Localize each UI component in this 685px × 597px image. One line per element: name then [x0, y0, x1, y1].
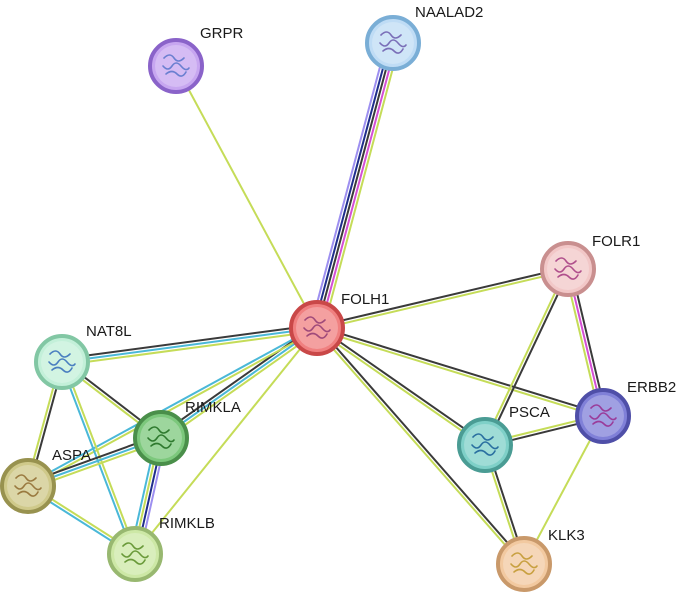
- edge-line-textmining: [162, 329, 320, 442]
- edge-folh1-klk3[interactable]: [315, 326, 526, 566]
- node-aspa[interactable]: ASPA: [0, 447, 91, 514]
- node-highlight: [547, 248, 589, 290]
- edge-folh1-nat8l[interactable]: [61, 323, 318, 367]
- node-label: FOLR1: [592, 233, 640, 250]
- edge-line-textmining: [322, 44, 401, 330]
- protein-structure-icon: [554, 257, 582, 280]
- node-label: NAALAD2: [415, 4, 483, 21]
- edge-line-textmining: [482, 267, 568, 445]
- node-circle: [34, 334, 90, 390]
- edge-line-coexpression: [317, 325, 604, 416]
- edge-line-cooccurrence: [312, 41, 391, 328]
- edge-folh1-folr1[interactable]: [316, 266, 569, 331]
- node-circle: [457, 417, 513, 473]
- node-circle: [540, 241, 596, 297]
- node-circle: [133, 410, 189, 466]
- node-label: NAT8L: [86, 323, 132, 340]
- node-label: FOLH1: [341, 291, 389, 308]
- node-circle: [107, 526, 163, 582]
- node-circle: [289, 300, 345, 356]
- edge-line-homology: [309, 41, 388, 327]
- node-label: ERBB2: [627, 379, 676, 396]
- protein-structure-icon: [471, 433, 499, 456]
- edge-folh1-rimkla[interactable]: [158, 324, 320, 442]
- edge-folh1-erbb2[interactable]: [316, 325, 604, 419]
- node-highlight: [114, 533, 156, 575]
- protein-structure-icon: [510, 552, 538, 575]
- node-highlight: [582, 395, 624, 437]
- edge-line-textmining: [175, 65, 318, 329]
- node-label: RIMKLA: [185, 399, 241, 416]
- node-highlight: [503, 543, 545, 585]
- edge-line-textmining: [315, 328, 524, 566]
- edge-line-coexpression: [61, 323, 317, 360]
- edge-folr1-psca[interactable]: [482, 267, 571, 447]
- node-folh1[interactable]: FOLH1: [289, 291, 389, 356]
- edge-line-coexpression: [485, 269, 571, 447]
- node-highlight: [140, 417, 182, 459]
- edge-line-experiments: [319, 43, 398, 330]
- edge-line-textmining: [28, 328, 319, 489]
- edge-folh1-psca[interactable]: [315, 325, 487, 448]
- edge-line-database: [160, 327, 318, 439]
- node-circle: [148, 38, 204, 94]
- node-circle: [496, 536, 552, 592]
- edge-line-coexpression: [317, 325, 487, 445]
- protein-structure-icon: [589, 404, 617, 427]
- edge-line-coexpression: [316, 42, 394, 329]
- protein-structure-icon: [147, 426, 175, 449]
- edge-line-database: [61, 327, 318, 363]
- node-nat8l[interactable]: NAT8L: [34, 323, 132, 390]
- edge-line-coexpression: [317, 326, 526, 564]
- node-rimklb[interactable]: RIMKLB: [107, 515, 215, 582]
- node-folr1[interactable]: FOLR1: [540, 233, 640, 297]
- node-naalad2[interactable]: NAALAD2: [365, 4, 483, 71]
- edge-line-coexpression: [158, 324, 316, 437]
- protein-structure-icon: [14, 474, 42, 497]
- edge-folh1-rimklb[interactable]: [134, 327, 318, 555]
- protein-structure-icon: [303, 316, 331, 339]
- protein-structure-icon: [162, 54, 190, 77]
- node-label: PSCA: [509, 404, 550, 421]
- node-psca[interactable]: PSCA: [457, 404, 550, 473]
- edge-line-coexpression: [316, 266, 568, 328]
- node-circle: [575, 388, 631, 444]
- node-label: GRPR: [200, 25, 244, 42]
- node-rimkla[interactable]: RIMKLA: [133, 399, 241, 466]
- node-label: KLK3: [548, 527, 585, 544]
- node-highlight: [464, 424, 506, 466]
- node-highlight: [41, 341, 83, 383]
- node-highlight: [155, 45, 197, 87]
- node-highlight: [7, 465, 49, 507]
- edge-line-textmining: [62, 330, 318, 367]
- node-klk3[interactable]: KLK3: [496, 527, 585, 592]
- node-highlight: [296, 307, 338, 349]
- node-erbb2[interactable]: ERBB2: [575, 379, 676, 444]
- node-grpr[interactable]: GRPR: [148, 25, 244, 94]
- node-label: RIMKLB: [159, 515, 215, 532]
- edge-line-textmining: [316, 328, 603, 419]
- node-highlight: [372, 22, 414, 64]
- edges-layer: [25, 41, 608, 566]
- edge-folh1-aspa[interactable]: [26, 325, 319, 489]
- protein-structure-icon: [121, 542, 149, 565]
- edge-line-database: [26, 325, 317, 486]
- node-circle: [365, 15, 421, 71]
- node-circle: [0, 458, 56, 514]
- edge-folh1-grpr[interactable]: [175, 65, 318, 329]
- edge-line-textmining: [317, 269, 569, 331]
- edge-line-textmining: [134, 327, 318, 555]
- edge-folh1-naalad2[interactable]: [309, 41, 401, 330]
- protein-structure-icon: [48, 350, 76, 373]
- protein-structure-icon: [379, 31, 407, 54]
- node-label: ASPA: [52, 447, 91, 464]
- edge-line-textmining: [315, 328, 485, 448]
